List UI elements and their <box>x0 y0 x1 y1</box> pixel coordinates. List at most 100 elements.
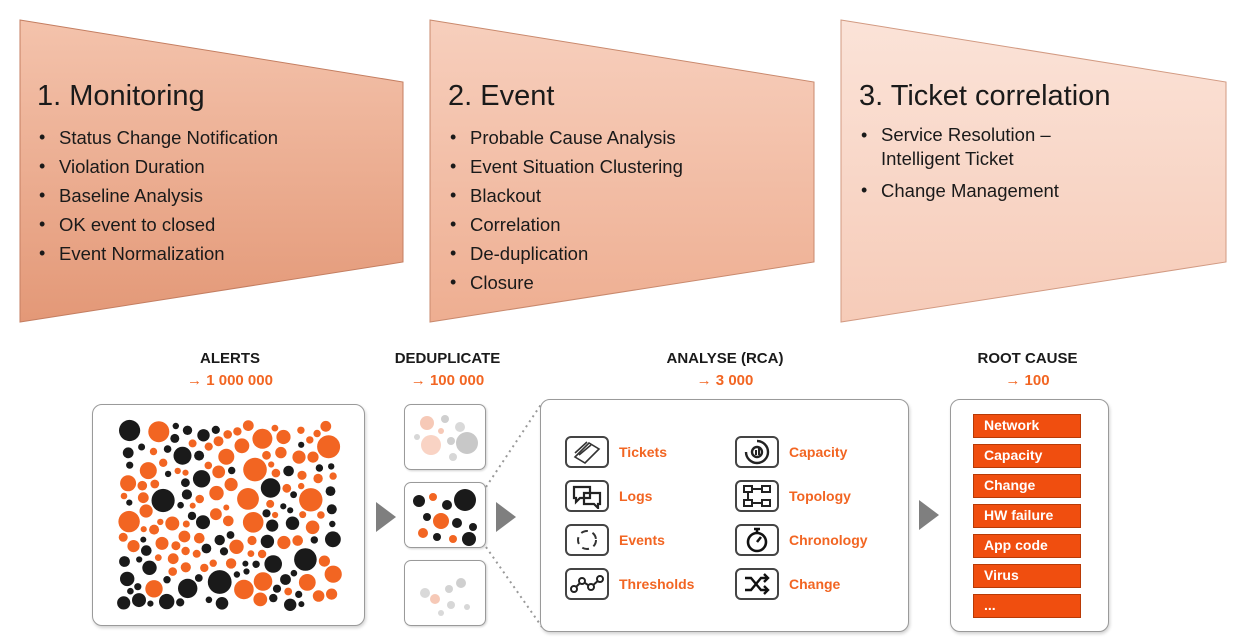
alert-dot <box>295 590 303 598</box>
alert-dot <box>223 430 232 439</box>
faded-dot <box>456 432 478 454</box>
alert-dot <box>119 556 130 567</box>
alert-dot <box>284 587 293 596</box>
alert-dot <box>317 435 341 459</box>
alert-dot <box>318 555 330 567</box>
alert-dot <box>201 543 212 554</box>
stage-title: 1. Monitoring <box>37 80 205 112</box>
alert-dot <box>226 531 235 539</box>
alert-dot <box>164 470 172 478</box>
stage-item: Baseline Analysis <box>37 181 422 210</box>
alert-dot <box>225 558 237 569</box>
root-cause-item: App code <box>973 534 1081 558</box>
alert-dot <box>228 466 236 475</box>
alert-dot <box>142 560 157 575</box>
alert-dot <box>138 443 146 451</box>
alert-dot <box>174 467 181 475</box>
flow-arrow <box>376 502 396 532</box>
faded-dot <box>447 601 455 609</box>
alert-dot <box>298 601 305 608</box>
stage-item: De-duplication <box>448 239 833 268</box>
alert-dot <box>285 516 300 530</box>
alert-dot <box>257 549 267 559</box>
faded-dot <box>445 585 453 593</box>
alert-dot <box>204 461 213 470</box>
root-cause-item: Capacity <box>973 444 1081 468</box>
rca-item-logs: Logs <box>565 480 652 512</box>
alert-dot <box>262 450 271 460</box>
alert-dot <box>137 492 149 504</box>
rca-label: Events <box>619 532 665 548</box>
alert-dot <box>181 546 190 556</box>
dedup-panel-top <box>404 404 486 470</box>
shuffle-icon <box>735 568 779 600</box>
alert-dot <box>147 600 154 607</box>
root-cause-item: ... <box>973 594 1081 618</box>
alert-dot <box>283 465 294 477</box>
alert-dot <box>182 520 190 528</box>
rca-item-change: Change <box>735 568 840 600</box>
alert-dot <box>290 569 298 577</box>
alert-dot <box>325 531 341 548</box>
stage-item: Correlation <box>448 210 833 239</box>
alert-dot <box>180 562 191 573</box>
alert-dot <box>187 511 197 521</box>
alert-dot <box>282 483 292 493</box>
faded-dot <box>414 434 420 440</box>
alert-dot <box>252 560 260 568</box>
alert-dot <box>150 479 160 489</box>
alert-dot <box>117 596 131 610</box>
alert-dot <box>209 485 224 501</box>
faded-dot <box>464 604 470 610</box>
alert-dot <box>151 488 175 513</box>
rca-label: Thresholds <box>619 576 695 592</box>
alert-dot <box>312 590 325 602</box>
alert-dot <box>306 436 314 444</box>
alert-dot <box>233 571 241 578</box>
rca-label: Topology <box>789 488 851 504</box>
alert-dot <box>260 478 281 498</box>
alert-dot <box>182 469 189 476</box>
dedup-dot <box>429 493 437 501</box>
alert-dot <box>149 524 160 535</box>
alert-dot <box>127 540 140 553</box>
alert-dot <box>181 478 190 488</box>
alert-dot <box>260 534 275 549</box>
alert-dot <box>119 419 141 442</box>
alert-dot <box>118 532 128 542</box>
chat-bubbles-icon <box>565 480 609 512</box>
faded-dot <box>456 578 466 588</box>
stage-item-list: Status Change Notification Violation Dur… <box>37 123 422 268</box>
alert-dot <box>298 441 305 448</box>
stage-title: 3. Ticket correlation <box>859 80 1111 112</box>
alert-dot <box>168 567 177 576</box>
alert-dot <box>275 446 287 459</box>
rca-item-tickets: Tickets <box>565 436 667 468</box>
faded-dot <box>438 428 444 434</box>
faded-dot <box>455 422 465 432</box>
alert-dot <box>324 565 342 583</box>
rca-item-capacity: Capacity <box>735 436 847 468</box>
alert-dot <box>272 584 282 593</box>
alert-dot <box>120 475 137 492</box>
stage-item: OK event to closed <box>37 210 422 239</box>
alert-dot <box>145 580 163 598</box>
dedup-dots-faded <box>420 578 470 616</box>
alert-dot <box>157 518 164 526</box>
rca-label: Chronology <box>789 532 868 548</box>
faded-dot <box>430 594 440 604</box>
stage-item: Closure <box>448 268 833 297</box>
gauge-icon <box>735 436 779 468</box>
rca-label: Change <box>789 576 841 592</box>
alert-dot <box>139 504 153 518</box>
dedup-dot <box>423 513 431 521</box>
alert-dot <box>134 583 142 591</box>
alert-dot <box>313 429 321 438</box>
alert-dot <box>266 499 275 508</box>
alert-dot <box>155 536 169 550</box>
alert-dot <box>126 461 134 469</box>
alert-dot <box>163 576 171 584</box>
stage-3-shape <box>840 19 1227 323</box>
alert-dot <box>170 433 180 443</box>
line-graph-icon <box>565 568 609 600</box>
